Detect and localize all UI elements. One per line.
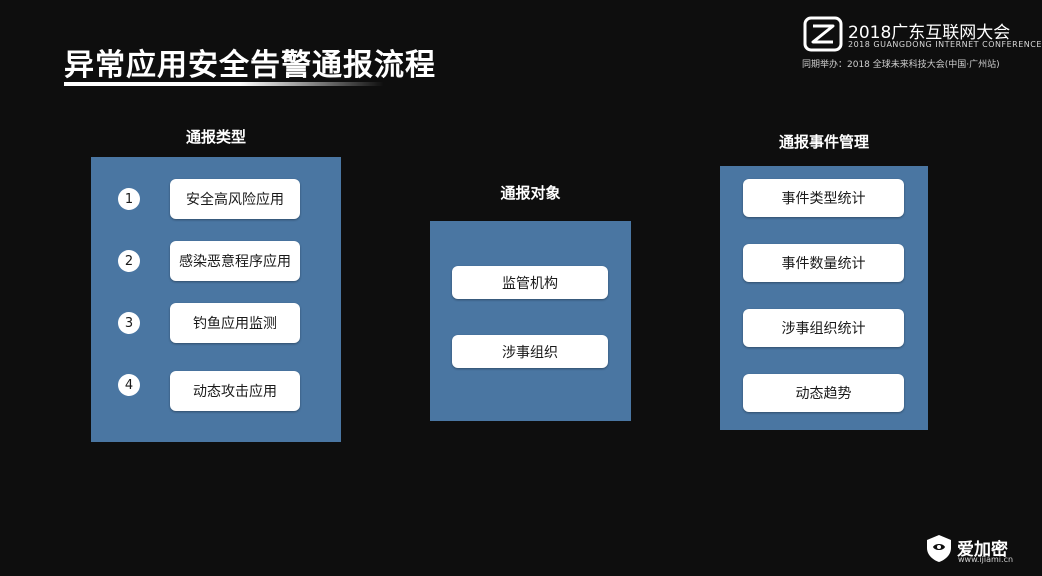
type-item-phishing: 钓鱼应用监测 [170,303,300,343]
types-panel: 1 安全高风险应用 2 感染恶意程序应用 3 钓鱼应用监测 4 动态攻击应用 [91,157,341,442]
management-item-trend: 动态趋势 [743,374,904,412]
page-title: 异常应用安全告警通报流程 [64,48,436,83]
number-badge: 4 [118,374,140,396]
target-item-regulator: 监管机构 [452,266,608,299]
type-item-malware: 感染恶意程序应用 [170,241,300,281]
management-item-count-stats: 事件数量统计 [743,244,904,282]
brand-url: www.ijiami.cn [958,555,1014,564]
targets-heading: 通报对象 [500,184,561,202]
management-panel: 事件类型统计 事件数量统计 涉事组织统计 动态趋势 [720,166,928,430]
management-heading: 通报事件管理 [778,133,869,151]
type-item-dynamic-attack: 动态攻击应用 [170,371,300,411]
brand-name: 爱加密 [957,540,1008,560]
conference-note: 同期举办：2018 全球未来科技大会(中国·广州站) [802,60,1000,70]
targets-panel: 监管机构 涉事组织 [430,221,631,421]
management-item-type-stats: 事件类型统计 [743,179,904,217]
number-badge: 3 [118,312,140,334]
shield-logo-icon [927,535,951,562]
type-item-high-risk: 安全高风险应用 [170,179,300,219]
conference-title: 2018广东互联网大会 [848,23,1011,43]
number-badge: 1 [118,188,140,210]
management-item-org-stats: 涉事组织统计 [743,309,904,347]
title-underline [64,82,384,86]
number-badge: 2 [118,250,140,272]
target-item-organization: 涉事组织 [452,335,608,368]
conference-logo-icon [803,16,843,52]
conference-subtitle: 2018 GUANGDONG INTERNET CONFERENCE [848,40,1042,49]
types-heading: 通报类型 [185,128,246,146]
